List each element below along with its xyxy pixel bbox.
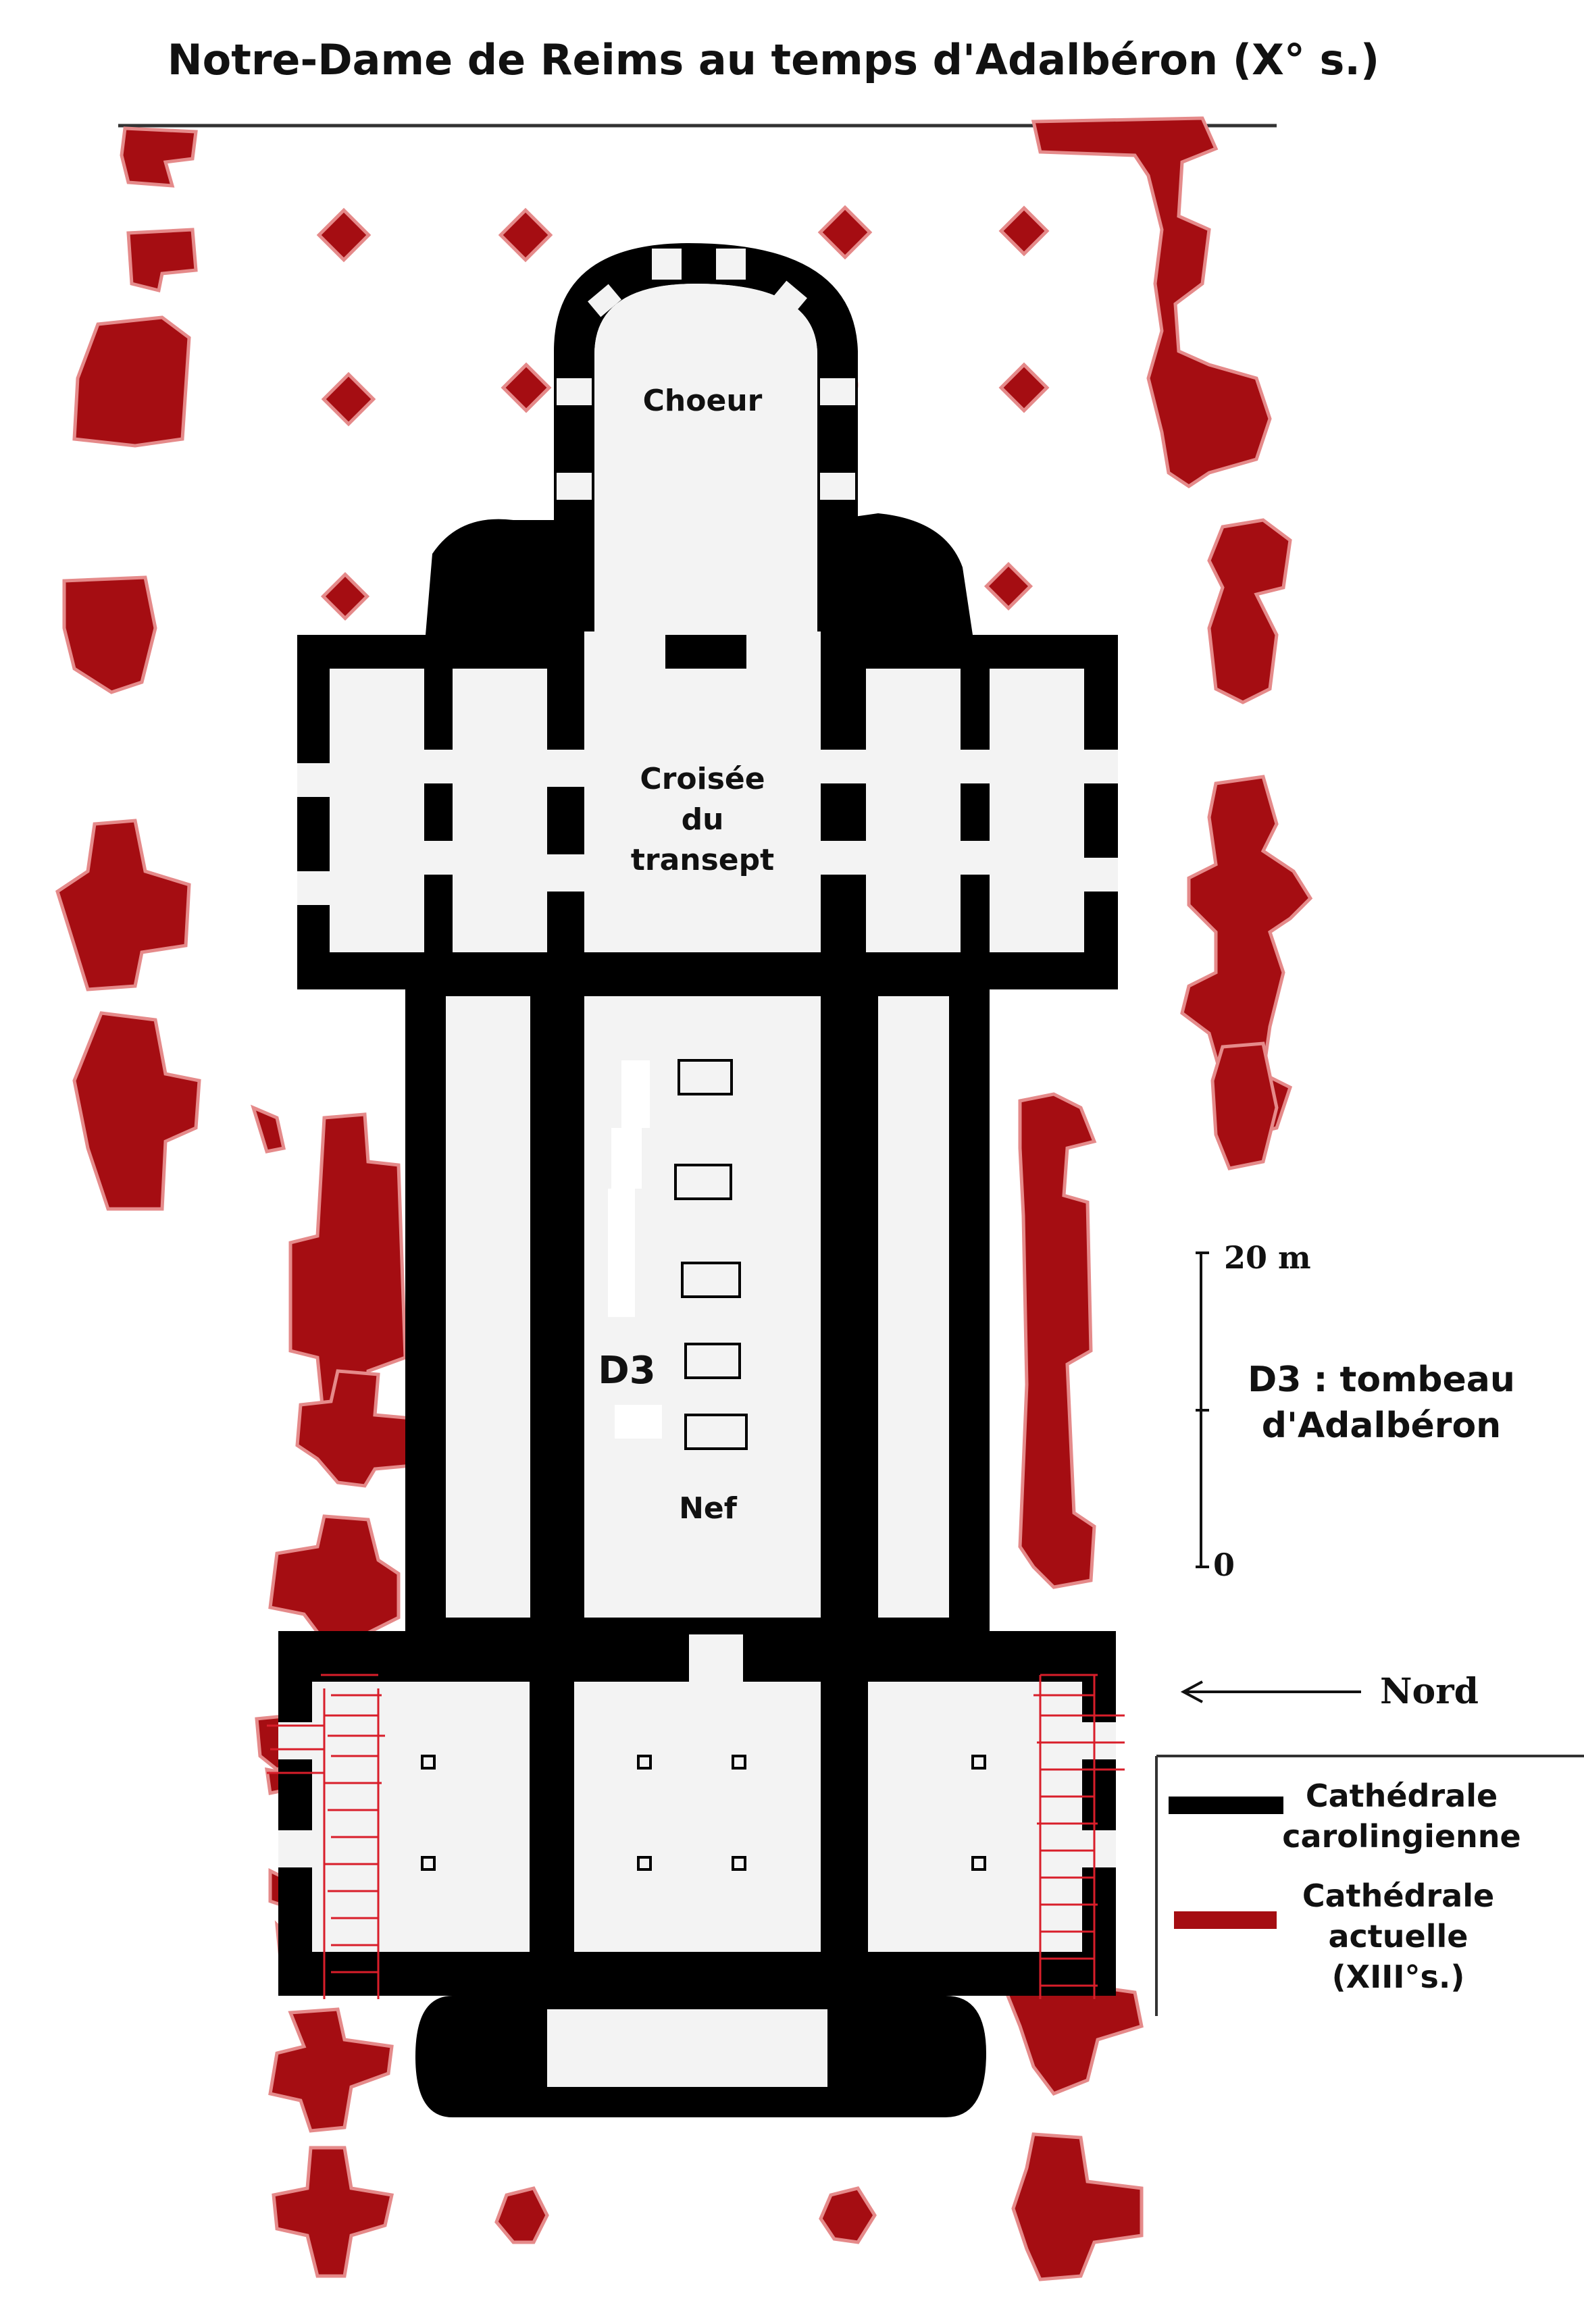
transept-bay-1 <box>330 669 424 952</box>
pier-right-bottom <box>819 2186 877 2244</box>
nave-tombs <box>674 1059 748 1450</box>
carolingian-cathedral-layer <box>278 243 1118 2117</box>
buttress-left-15 <box>272 2146 394 2278</box>
buttress-right-6 <box>1011 2132 1144 2281</box>
buttress-left-3 <box>72 315 191 448</box>
label-nef: Nef <box>679 1491 738 1526</box>
transept-choir-gap <box>584 631 665 672</box>
nave-white-patches <box>608 1060 662 1439</box>
legend-carolingian-1: Cathédrale <box>1306 1778 1498 1814</box>
westwork-room-right <box>868 1682 1082 1952</box>
label-croisee-du: du <box>682 802 724 837</box>
buttress-left-4 <box>62 575 157 694</box>
label-transept: transept <box>631 843 774 877</box>
north-label: Nord <box>1380 1671 1479 1712</box>
westwork-nave-door <box>689 1634 743 1682</box>
wall-right-2 <box>1207 518 1292 704</box>
diamond-pier <box>998 205 1050 257</box>
nave-aisle-left <box>446 996 530 1618</box>
transept-bay-3 <box>866 669 961 952</box>
legend-swatch-current <box>1174 1911 1277 1929</box>
diamond-pier <box>501 362 552 413</box>
westwork-openings <box>278 1722 1116 1867</box>
buttress-left-7 <box>251 1104 286 1154</box>
label-croisee: Croisée <box>640 762 765 796</box>
label-choeur: Choeur <box>643 384 763 418</box>
buttress-left-9 <box>268 1514 401 1643</box>
legend-current-2: actuelle <box>1329 1918 1468 1955</box>
diamond-pier <box>998 362 1050 413</box>
diamond-pier <box>498 207 553 263</box>
choir-wall <box>554 243 858 635</box>
note-d3-line1: D3 : tombeau <box>1248 1360 1515 1400</box>
aisle-wall-right <box>1018 1092 1097 1589</box>
westwork-room-left <box>312 1682 530 1952</box>
buttress-left-14 <box>268 2007 394 2133</box>
choir-floor <box>594 284 817 635</box>
buttress-left-6 <box>72 1011 201 1211</box>
wall-right-4 <box>1210 1041 1279 1170</box>
legend-current-3: (XIII°s.) <box>1332 1959 1465 1995</box>
transept-openings <box>297 750 1118 905</box>
tomb-d3 <box>684 1343 741 1379</box>
north-arrow <box>1180 1680 1361 1703</box>
porch-room <box>547 2009 827 2087</box>
buttress-left-1 <box>120 126 198 188</box>
diamond-pier <box>321 371 376 427</box>
legend-current-1: Cathédrale <box>1302 1878 1494 1914</box>
choir-openings <box>557 249 855 500</box>
scale-label-top: 20 m <box>1224 1239 1311 1276</box>
wall-right-1 <box>1031 116 1272 489</box>
apse-chapel-left <box>426 519 567 635</box>
diamond-pier <box>320 571 370 621</box>
page-title: Notre-Dame de Reims au temps d'Adalbéron… <box>168 35 1380 84</box>
westwork-room-mid <box>574 1682 821 1952</box>
current-westwork-traces <box>267 1674 1125 1999</box>
scale-label-bottom: 0 <box>1213 1547 1235 1583</box>
diamond-pier <box>817 205 873 260</box>
pier-left-bottom <box>494 2186 549 2244</box>
legend-carolingian-2: carolingienne <box>1282 1818 1521 1855</box>
nave-aisle-right <box>878 996 949 1618</box>
legend-swatch-carolingian <box>1169 1797 1283 1814</box>
westwork-small-pillars <box>421 1755 986 1871</box>
buttress-left-8 <box>295 1369 414 1488</box>
transept-crossing <box>584 669 821 952</box>
legend: Cathédrale carolingienne Cathédrale actu… <box>1155 1755 1584 2016</box>
diamond-pier <box>316 207 372 263</box>
transept-choir-gap <box>746 631 821 672</box>
diamond-pier <box>983 561 1033 611</box>
buttress-left-2 <box>126 228 198 293</box>
scale-bar <box>1196 1251 1209 1568</box>
note-d3-line2: d'Adalbéron <box>1262 1405 1501 1446</box>
label-d3: D3 <box>598 1349 655 1393</box>
buttress-left-5 <box>55 819 191 991</box>
apse-chapel-right <box>831 513 973 635</box>
transept-bay-2 <box>453 669 547 952</box>
transept-bay-4 <box>990 669 1084 952</box>
